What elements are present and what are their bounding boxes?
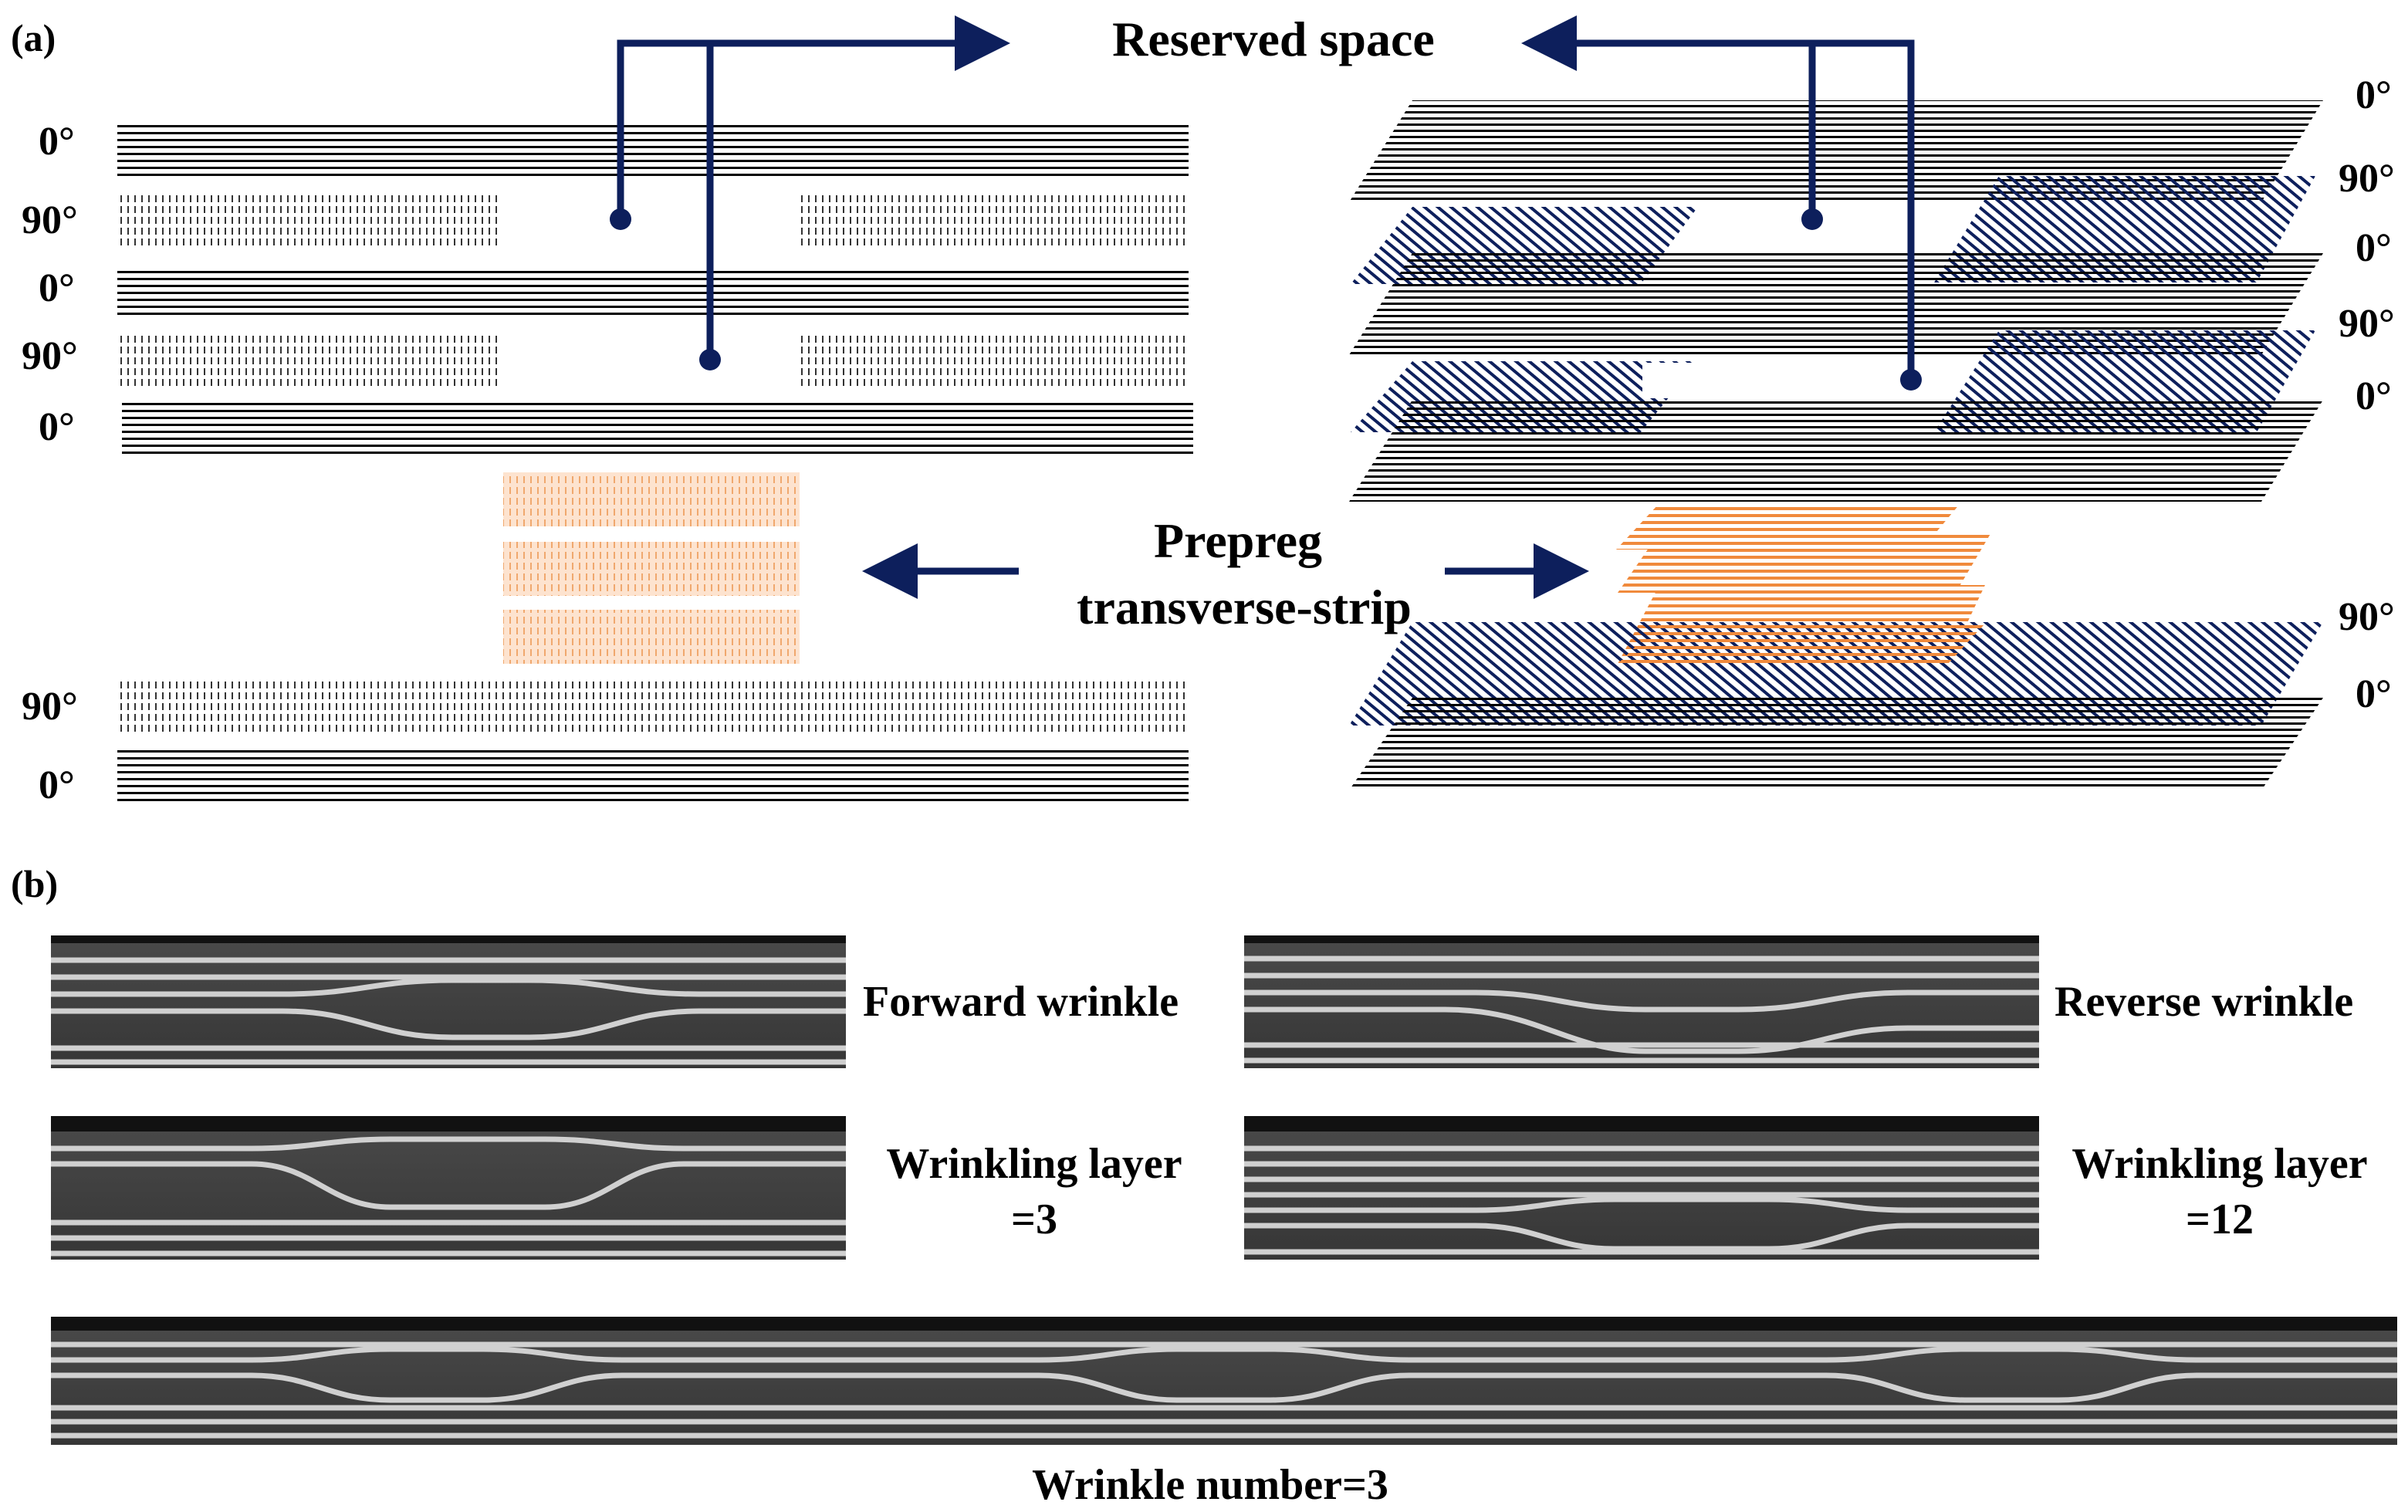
anchor-dot	[1801, 208, 1823, 230]
layer-90deg-right	[800, 194, 1189, 249]
angle-label: 0°	[39, 763, 75, 807]
reserved-space-dots	[610, 208, 1922, 391]
layer-0deg	[122, 403, 1193, 454]
layer-90deg-left	[120, 194, 500, 249]
wrinkling-layer-12-line2: =12	[2186, 1196, 2254, 1243]
angle-label: 0°	[2356, 73, 2392, 117]
reverse-wrinkle-label: Reverse wrinkle	[2055, 978, 2353, 1026]
angle-label: 0°	[39, 120, 75, 164]
anchor-dot	[1900, 369, 1922, 391]
micrograph-wrinkling-layer-12	[1244, 1116, 2039, 1260]
angle-label: 90°	[22, 334, 78, 378]
angle-label: 90°	[2339, 302, 2395, 346]
angle-label: 90°	[2339, 595, 2395, 639]
iso-reserved-gap	[1642, 363, 1951, 398]
right-angle-labels: 0° 90° 0° 90° 0° 90° 0°	[2339, 73, 2395, 716]
wrinkling-layer-3-line1: Wrinkling layer	[886, 1140, 1182, 1188]
iso-prepreg-strip-top	[1618, 624, 1985, 664]
iso-prepreg-strip	[1618, 533, 1991, 593]
reserved-space-connectors	[617, 15, 1915, 380]
layer-0deg	[117, 267, 1189, 318]
connector-line	[1812, 39, 1915, 380]
wrinkling-layer-3-line2: =3	[1011, 1196, 1057, 1243]
iso-layer-0deg	[1349, 698, 2323, 790]
angle-label: 0°	[39, 405, 75, 449]
wrinkling-layer-12-line1: Wrinkling layer	[2071, 1140, 2367, 1188]
angle-label: 0°	[2356, 672, 2392, 716]
prepreg-strip	[503, 610, 800, 664]
micrograph-reverse-wrinkle	[1244, 935, 2039, 1068]
connector-line	[617, 15, 1010, 219]
micrograph-wrinkling-layer-3	[51, 1116, 846, 1260]
prepreg-label-line1: Prepreg	[1154, 513, 1322, 568]
forward-wrinkle-label: Forward wrinkle	[863, 978, 1179, 1026]
layer-0deg	[117, 750, 1189, 801]
angle-label: 0°	[39, 266, 75, 310]
angle-label: 0°	[2356, 226, 2392, 270]
layer-90deg-right	[800, 332, 1189, 387]
layer-90deg-left	[120, 332, 500, 387]
left-angle-labels: 0° 90° 0° 90° 0° 90° 0°	[22, 120, 78, 807]
prepreg-strip	[503, 542, 800, 596]
angle-label: 90°	[22, 198, 78, 242]
layer-90deg	[117, 679, 1189, 733]
iso-layer-0deg	[1349, 400, 2323, 502]
angle-label: 90°	[22, 685, 78, 729]
anchor-dot	[699, 349, 721, 370]
right-layup	[1349, 100, 2323, 790]
micrograph-wrinkle-number-3	[51, 1317, 2397, 1445]
iso-layer-0deg	[1349, 253, 2323, 355]
angle-label: 90°	[2339, 157, 2395, 201]
anchor-dot	[610, 208, 631, 230]
panel-a-label: (a)	[11, 16, 56, 59]
angle-label: 0°	[2356, 374, 2392, 418]
layer-0deg	[117, 125, 1189, 176]
micrograph-forward-wrinkle	[51, 935, 846, 1068]
wrinkle-number-label: Wrinkle number=3	[1032, 1461, 1388, 1509]
prepreg-strip	[503, 472, 800, 526]
reserved-space-label: Reserved space	[1112, 12, 1435, 66]
prepreg-label-line2: transverse-strip	[1077, 580, 1412, 634]
panel-b-label: (b)	[11, 862, 58, 905]
left-layup	[117, 125, 1193, 801]
